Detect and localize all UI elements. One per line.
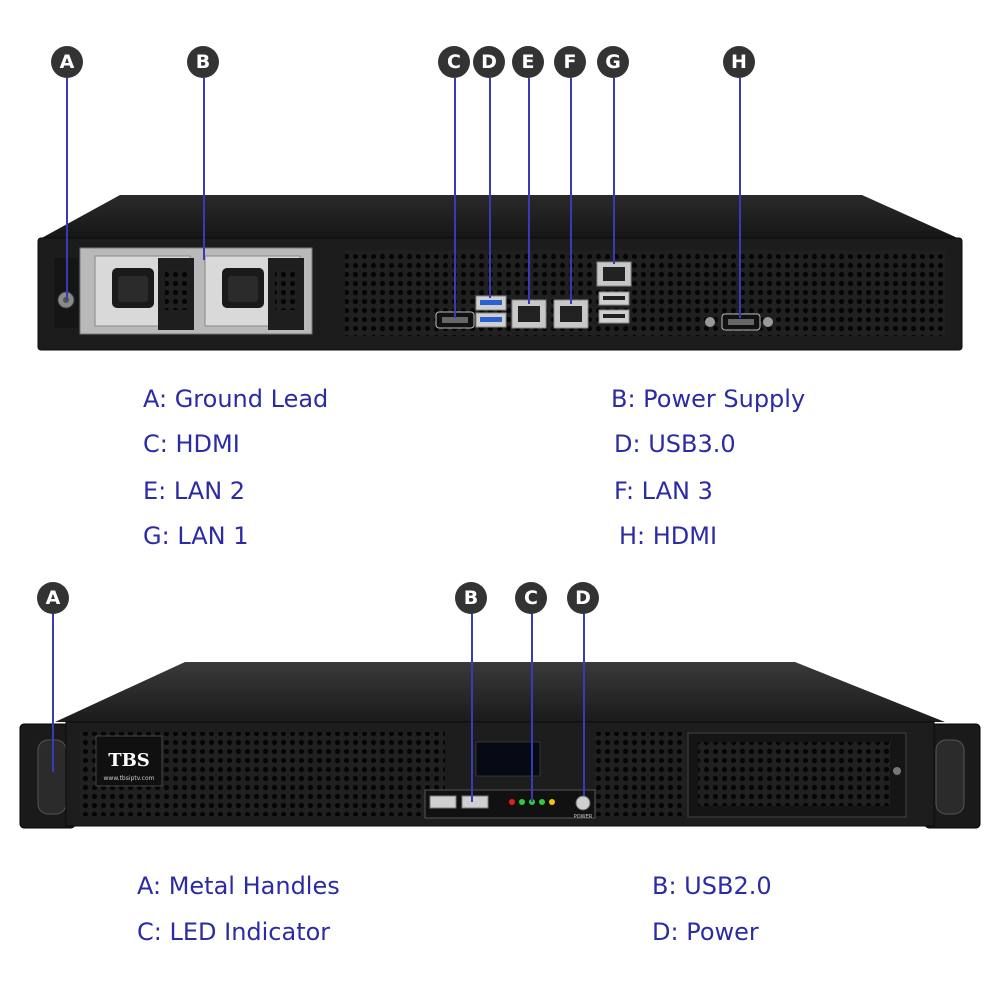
rear-leader-h bbox=[739, 78, 741, 318]
led-green-3 bbox=[539, 799, 545, 805]
rear-leader-b bbox=[203, 78, 205, 260]
rear-lan-port-f bbox=[553, 299, 589, 329]
led-green-1 bbox=[519, 799, 525, 805]
front-legend-b: B: USB2.0 bbox=[652, 872, 772, 900]
rear-legend-c: C: HDMI bbox=[143, 430, 240, 458]
rear-lan-port-g bbox=[596, 261, 632, 324]
rear-legend-e: E: LAN 2 bbox=[143, 477, 246, 505]
rear-leader-c bbox=[454, 78, 456, 318]
rear-marker-f: F bbox=[554, 46, 586, 78]
front-usb2-port-1 bbox=[429, 795, 457, 809]
rear-vent-grille bbox=[345, 250, 945, 336]
front-marker-b: B bbox=[455, 582, 487, 614]
front-leader-b bbox=[471, 612, 473, 802]
rear-lan-port-e bbox=[511, 299, 547, 329]
rear-marker-c: C bbox=[438, 46, 470, 78]
logo-text: TBS bbox=[108, 750, 150, 771]
front-lcd-display bbox=[475, 741, 541, 777]
led-green-2 bbox=[529, 799, 535, 805]
rear-leader-d bbox=[489, 78, 491, 298]
front-leader-d bbox=[583, 612, 585, 796]
rear-marker-b: B bbox=[187, 46, 219, 78]
front-chassis-top bbox=[55, 662, 945, 722]
rear-chassis-top bbox=[38, 195, 962, 240]
front-vent-right bbox=[595, 732, 685, 816]
rear-legend-d: D: USB3.0 bbox=[614, 430, 736, 458]
front-legend-c: C: LED Indicator bbox=[137, 918, 331, 946]
rear-marker-g: G bbox=[597, 46, 629, 78]
front-marker-c: C bbox=[515, 582, 547, 614]
front-panel-illustration bbox=[19, 662, 981, 829]
front-marker-a: A bbox=[37, 582, 69, 614]
rear-legend-h: H: HDMI bbox=[619, 522, 718, 550]
rear-usb3-ports bbox=[475, 295, 507, 328]
rear-leader-g bbox=[613, 78, 615, 264]
logo-badge bbox=[95, 735, 163, 787]
rear-marker-d: D bbox=[473, 46, 505, 78]
rear-leader-e bbox=[528, 78, 530, 304]
power-label: POWER bbox=[574, 814, 593, 820]
rear-marker-e: E bbox=[512, 46, 544, 78]
rear-marker-a: A bbox=[51, 46, 83, 78]
led-red bbox=[509, 799, 515, 805]
rear-hdmi-port-h bbox=[705, 313, 773, 331]
right-metal-handle bbox=[935, 739, 965, 815]
rear-legend-g: G: LAN 1 bbox=[143, 522, 249, 550]
rear-legend-b: B: Power Supply bbox=[611, 385, 806, 413]
rear-leader-f bbox=[570, 78, 572, 304]
rear-legend-a: A: Ground Lead bbox=[143, 385, 329, 413]
logo-url: www.tbsiptv.com bbox=[104, 775, 155, 782]
front-leader-a bbox=[52, 612, 54, 772]
power-supply-bay bbox=[79, 247, 313, 335]
front-leader-c bbox=[531, 612, 533, 802]
led-yellow bbox=[549, 799, 555, 805]
rear-legend-f: F: LAN 3 bbox=[614, 477, 713, 505]
front-legend-d: D: Power bbox=[652, 918, 759, 946]
rear-marker-h: H bbox=[723, 46, 755, 78]
front-legend-a: A: Metal Handles bbox=[137, 872, 340, 900]
rear-leader-a bbox=[66, 78, 68, 300]
front-usb2-port-2 bbox=[461, 795, 489, 809]
power-button[interactable] bbox=[575, 795, 591, 811]
front-marker-d: D bbox=[567, 582, 599, 614]
